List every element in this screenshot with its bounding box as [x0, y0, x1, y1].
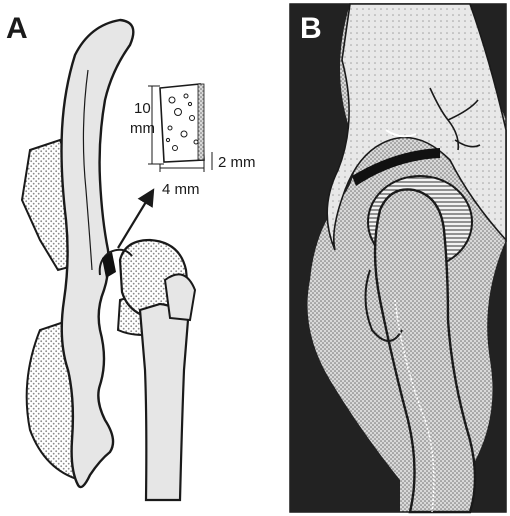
- width-label: 4 mm: [162, 181, 200, 198]
- graft-detail-block: [160, 84, 204, 162]
- greater-trochanter: [165, 274, 195, 320]
- height-unit-label: mm: [130, 120, 155, 137]
- depth-label: 2 mm: [218, 154, 256, 171]
- panel-b-letter: B: [300, 12, 322, 45]
- height-value-label: 10: [134, 100, 151, 117]
- panel-a-letter: A: [6, 12, 28, 45]
- femur-shaft: [140, 304, 188, 500]
- panel-b: B: [290, 4, 506, 512]
- graft-detail-cortex: [198, 84, 204, 160]
- panel-a: 10 mm 2 mm 4 mm A: [6, 12, 256, 500]
